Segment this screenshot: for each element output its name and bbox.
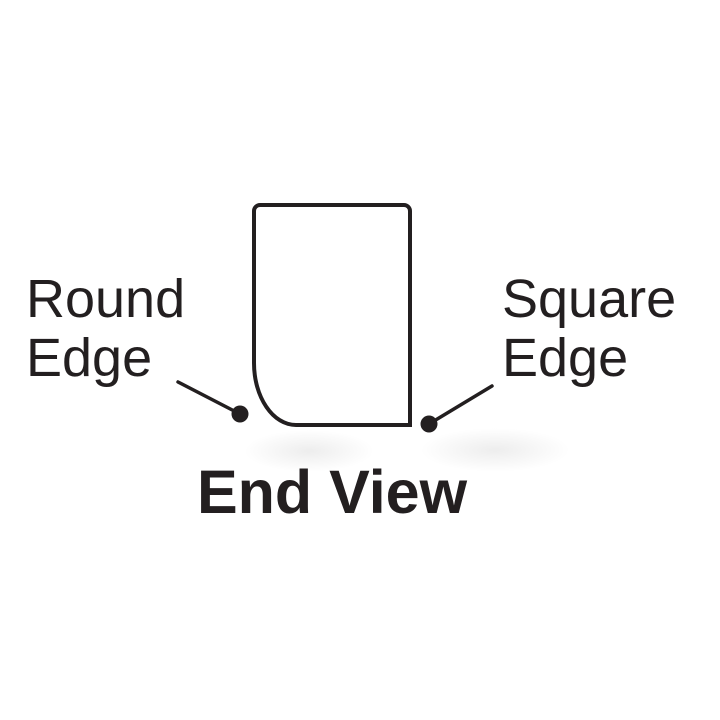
- round-edge-label: Round Edge: [26, 269, 186, 388]
- end-view-caption: End View: [196, 458, 468, 526]
- square-edge-label: Square Edge: [502, 269, 677, 388]
- square-edge-leader-line: [427, 384, 494, 426]
- round-edge-callout-dot: [231, 405, 249, 423]
- round-edge-leader-line: [176, 380, 242, 416]
- square-edge-callout-dot: [420, 415, 438, 433]
- end-view-profile-shape: [252, 203, 412, 427]
